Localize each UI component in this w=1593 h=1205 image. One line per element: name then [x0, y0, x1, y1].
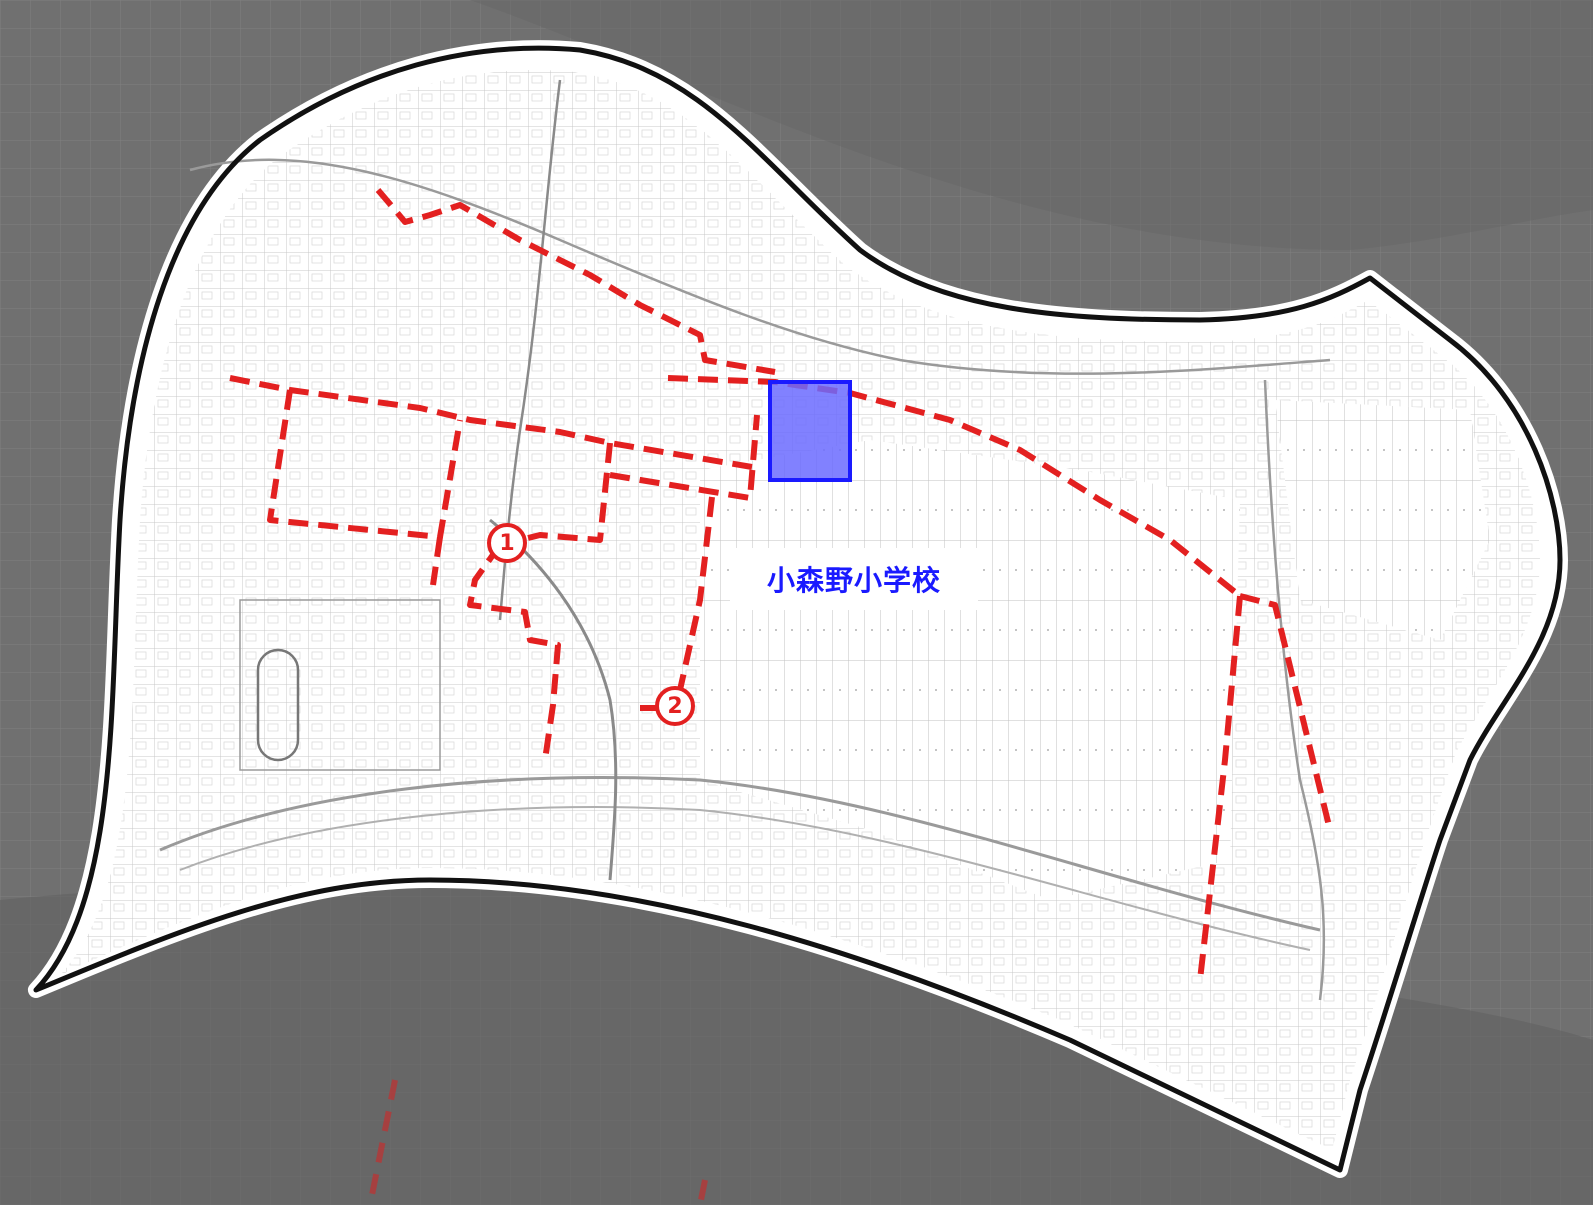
route-marker-icon: 1	[499, 530, 515, 556]
route-marker-2: 2	[655, 686, 695, 726]
school-site	[768, 380, 852, 482]
river-south	[0, 884, 1593, 1205]
levee-road-south-2	[179, 806, 1311, 951]
campus-block	[239, 599, 441, 771]
route-marker-icon: 2	[667, 693, 683, 719]
main-road	[489, 518, 618, 881]
levee-road-north	[189, 158, 1331, 375]
river-north	[470, 0, 1593, 250]
levee-road-south	[159, 776, 1321, 932]
school-track	[256, 648, 300, 762]
district-boundary	[33, 45, 1563, 1173]
east-road	[1263, 379, 1326, 1001]
route-marker-1: 1	[487, 523, 527, 563]
routes-outside	[367, 1079, 708, 1205]
school-routes	[229, 188, 1333, 981]
school-name-label: 小森野小学校	[730, 548, 978, 610]
east-fields-grid	[1275, 400, 1490, 640]
